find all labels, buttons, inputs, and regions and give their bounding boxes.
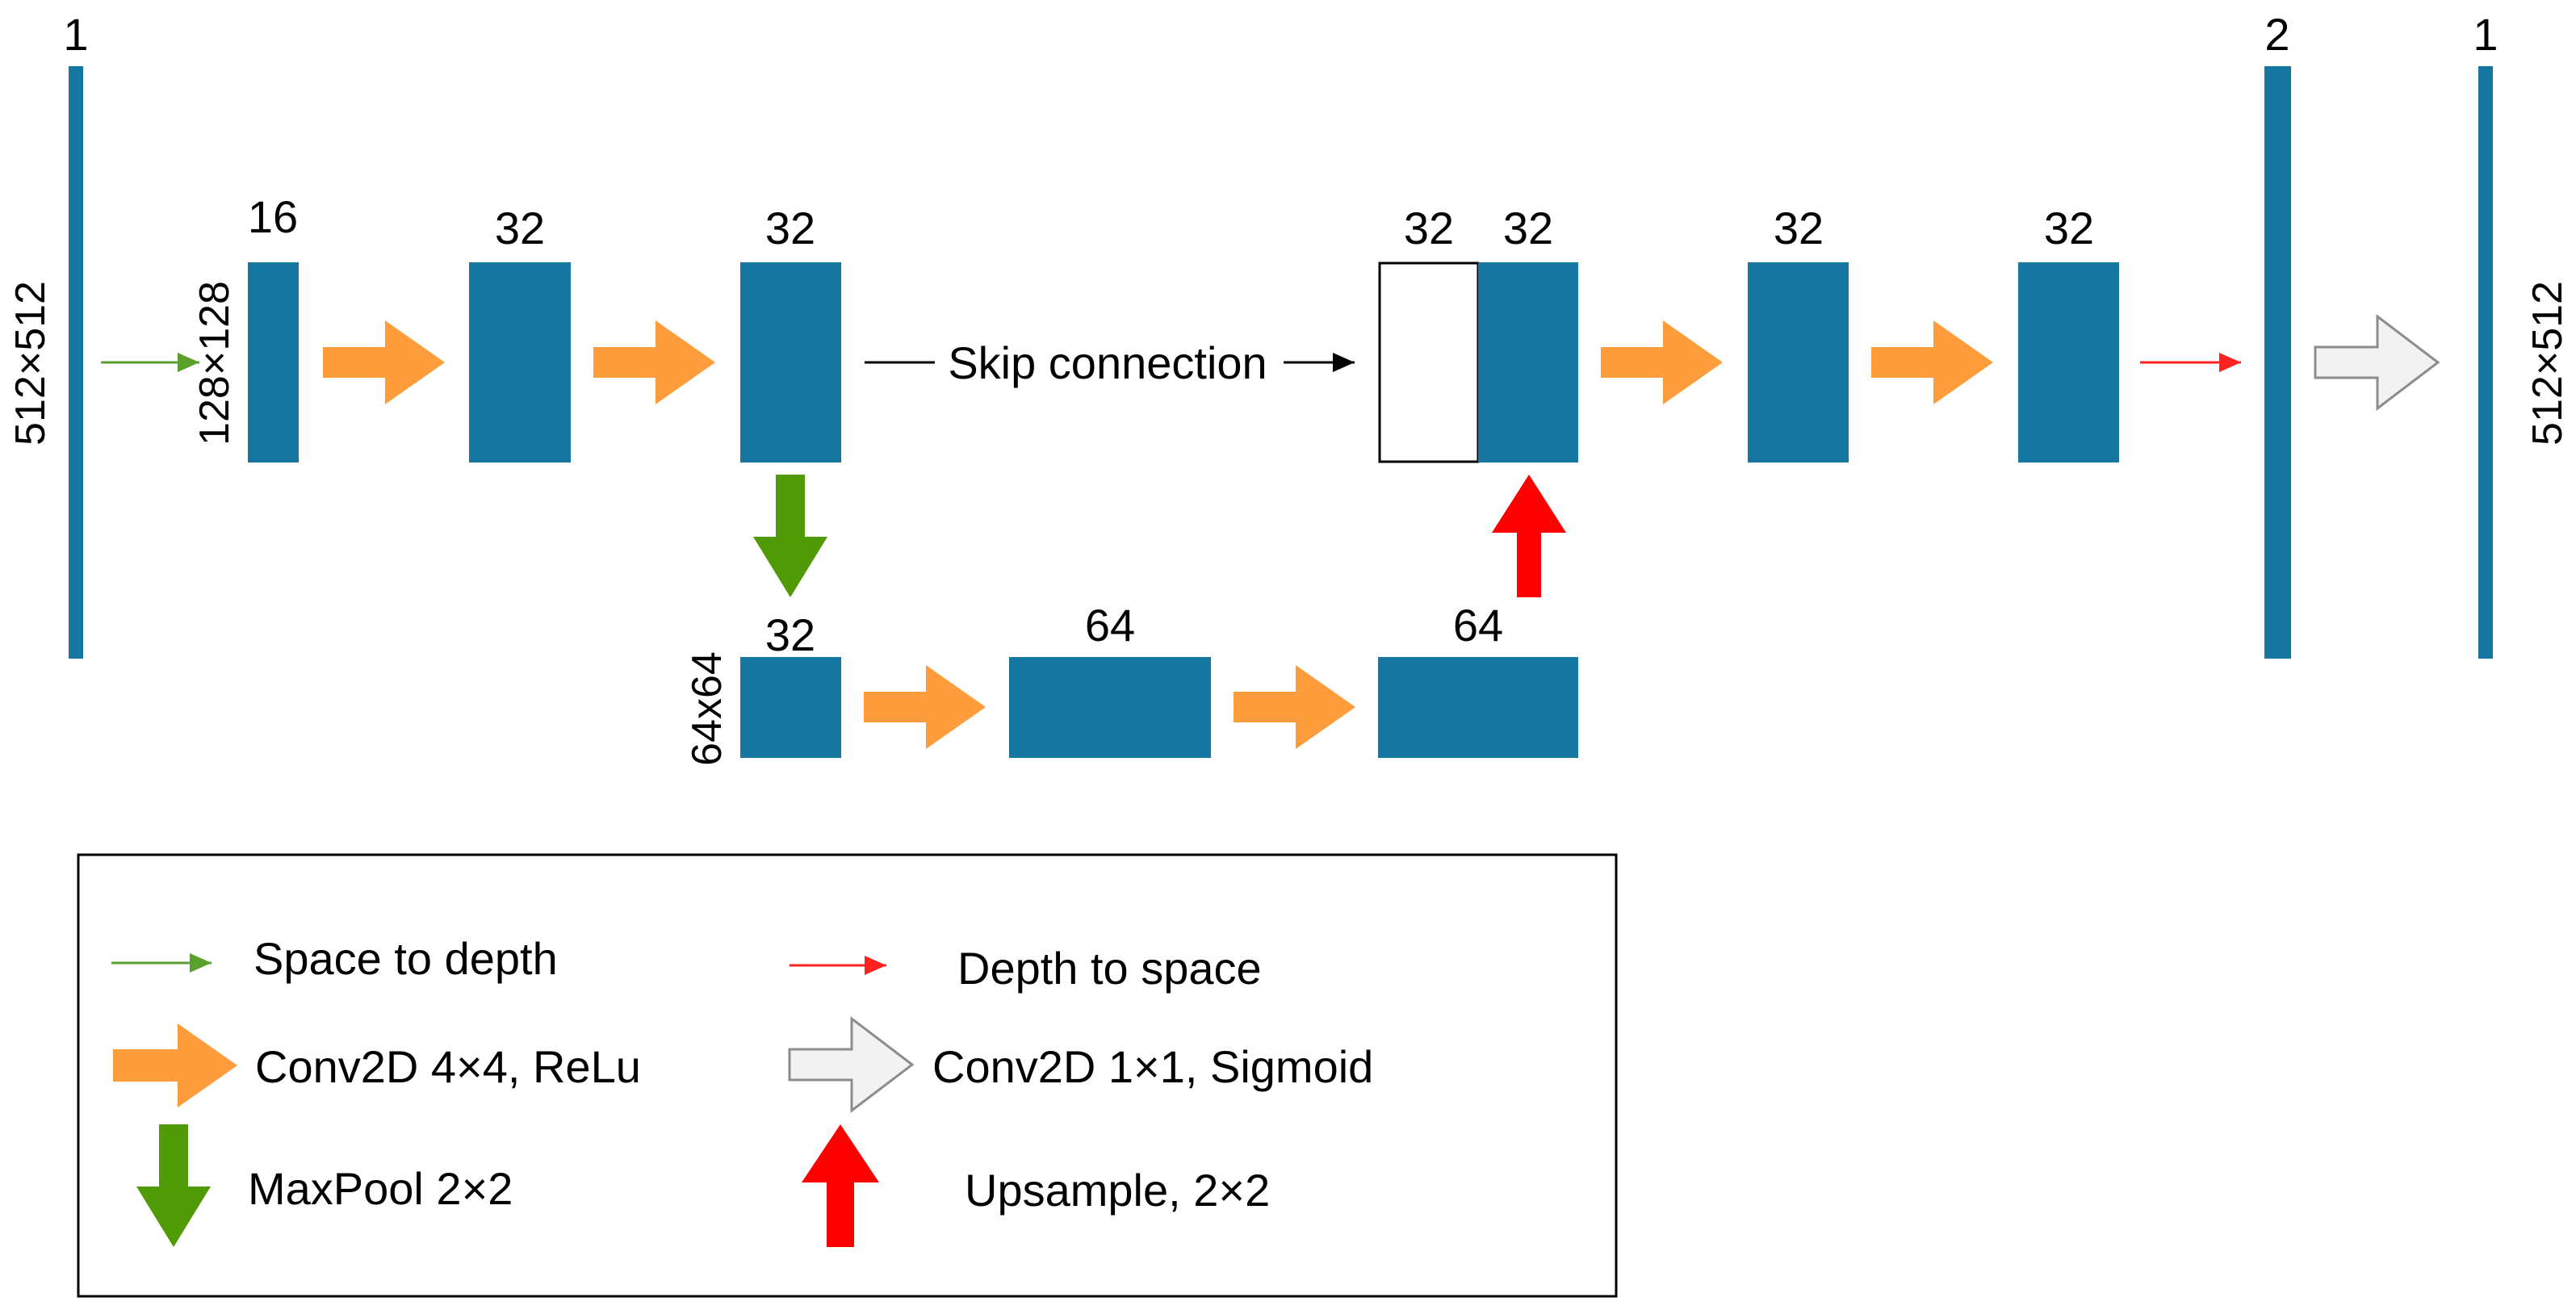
dec3-block <box>2018 262 2119 462</box>
channel-label-bottom2: 64 <box>1085 600 1135 651</box>
legend-upsample-label: Upsample, 2×2 <box>965 1165 1270 1216</box>
channel-label-enc1: 16 <box>248 191 298 242</box>
channel-label-dec1: 32 <box>1503 203 1553 253</box>
input-block <box>69 66 83 659</box>
channel-label-bottom3: 64 <box>1453 600 1503 651</box>
channel-label-enc3: 32 <box>765 203 815 253</box>
orange-right-arrow-icon <box>1234 665 1355 749</box>
legend-upsample-icon <box>802 1124 879 1247</box>
hollow-grey-arrow-icon <box>2314 313 2440 412</box>
legend-space-to-depth-label: Space to depth <box>253 933 558 984</box>
legend-conv-relu-icon <box>113 1023 237 1107</box>
pre-output-block <box>2264 66 2291 659</box>
orange-right-arrow-icon <box>323 320 445 404</box>
dec1-block <box>1478 262 1578 462</box>
orange-right-arrow-icon <box>864 665 986 749</box>
enc1-block <box>248 262 299 462</box>
resolution-label-input: 512×512 <box>7 281 54 446</box>
skip-copy-block <box>1378 262 1480 463</box>
channel-label-bottom1: 32 <box>765 609 815 660</box>
legend-conv-relu-label: Conv2D 4×4, ReLu <box>255 1041 641 1092</box>
legend-maxpool-label: MaxPool 2×2 <box>248 1163 513 1214</box>
orange-right-arrow-icon <box>1601 320 1723 404</box>
red-up-arrow-icon <box>1492 475 1566 597</box>
orange-right-arrow-icon <box>1871 320 1993 404</box>
resolution-label-level2: 64x64 <box>684 651 731 766</box>
skip-connection-label: Skip connection <box>948 337 1267 388</box>
channel-label-dec2: 32 <box>1774 203 1824 253</box>
resolution-label-output: 512×512 <box>2524 281 2571 446</box>
enc2-block <box>469 262 571 462</box>
legend-maxpool-icon <box>136 1124 211 1247</box>
legend-depth-to-space-label: Depth to space <box>957 943 1262 994</box>
bottom1-block <box>740 657 841 758</box>
green-down-arrow-icon <box>753 475 827 597</box>
output-block <box>2478 66 2493 659</box>
channel-label-enc2: 32 <box>495 203 545 253</box>
channel-label-skip: 32 <box>1404 203 1454 253</box>
legend-conv-sigmoid-label: Conv2D 1×1, Sigmoid <box>932 1041 1373 1092</box>
bottom3-block <box>1378 657 1578 758</box>
channel-label-pre-output: 2 <box>2264 9 2289 60</box>
channel-label-dec3: 32 <box>2044 203 2094 253</box>
dec2-block <box>1748 262 1849 462</box>
channel-label-input: 1 <box>63 9 88 60</box>
legend-conv-sigmoid-icon <box>788 1015 915 1114</box>
orange-right-arrow-icon <box>593 320 715 404</box>
enc3-block <box>740 262 841 462</box>
bottom2-block <box>1009 657 1211 758</box>
channel-label-output: 1 <box>2473 9 2498 60</box>
